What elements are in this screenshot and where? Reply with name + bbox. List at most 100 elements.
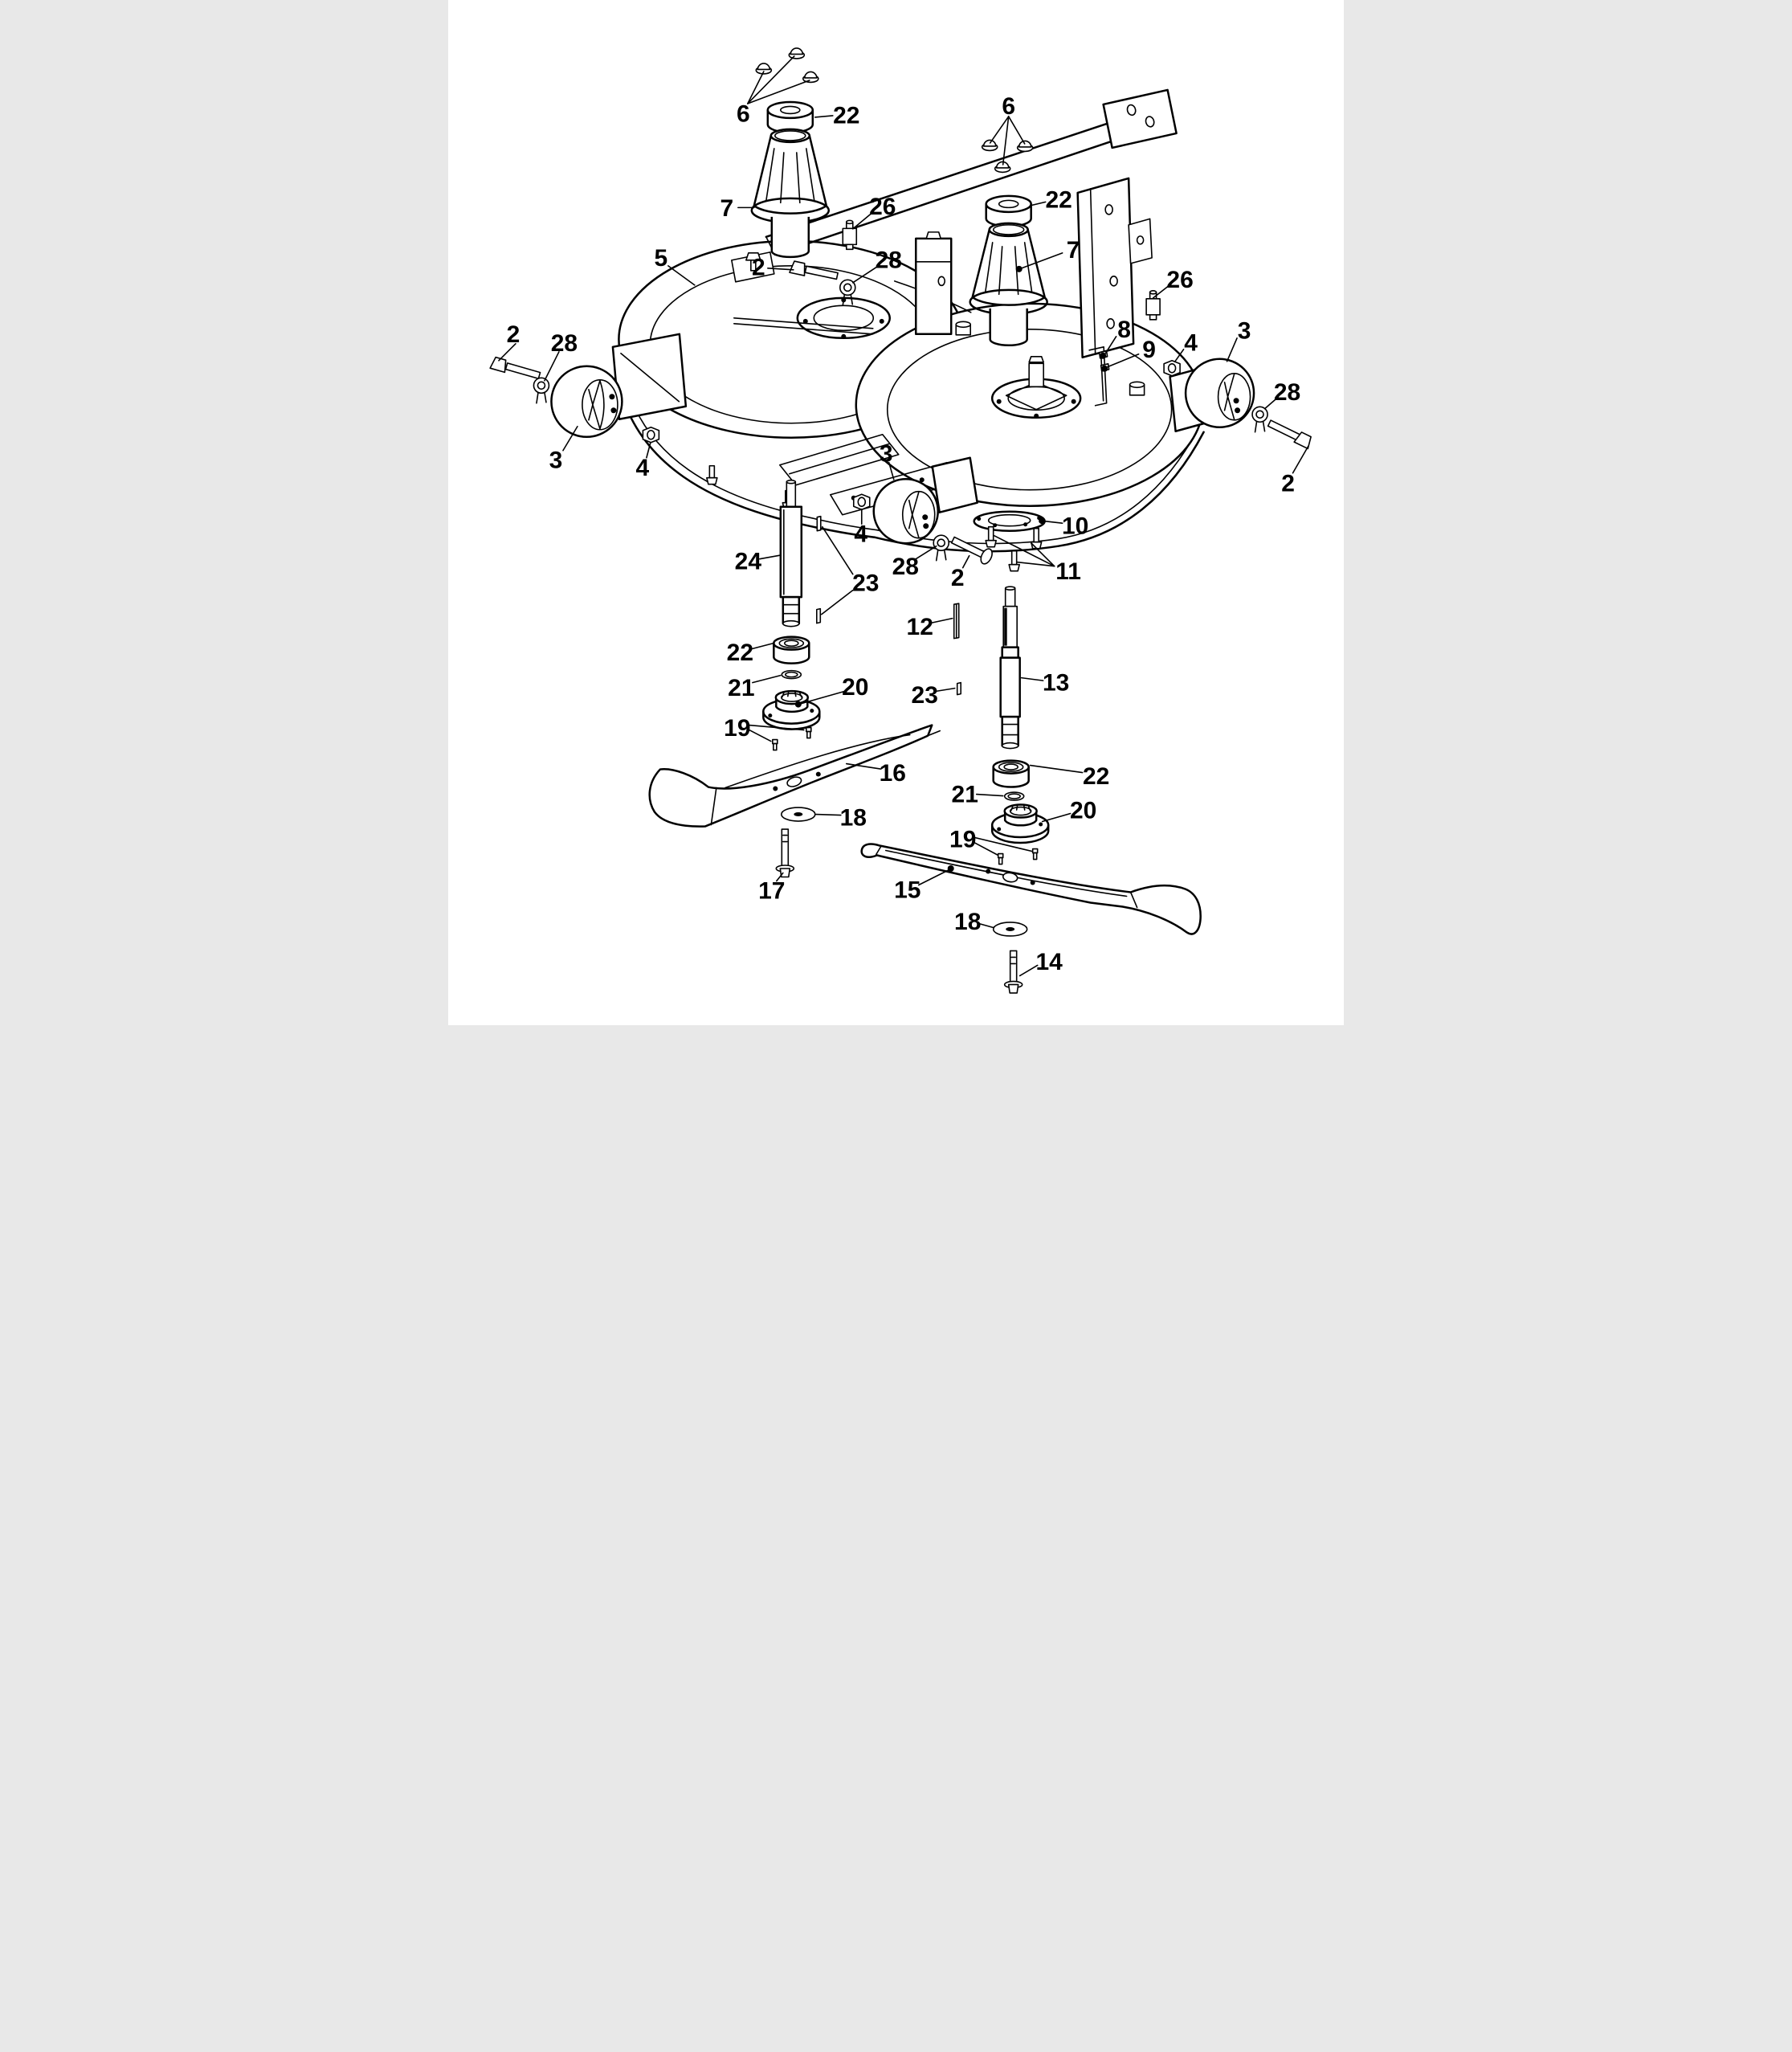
blade-bolt-right bbox=[1003, 950, 1023, 994]
bearing bbox=[773, 636, 810, 664]
leader-line bbox=[1002, 116, 1010, 166]
callout-label-22-39: 22 bbox=[1083, 763, 1109, 790]
hex-bolt bbox=[1267, 419, 1312, 450]
callout-label-20-34: 20 bbox=[842, 674, 868, 701]
callout-13: 13 bbox=[1020, 669, 1069, 696]
callout-label-4-22: 4 bbox=[854, 521, 867, 547]
callout-28: 28 bbox=[1263, 379, 1300, 410]
leader-line bbox=[974, 836, 1033, 852]
callout-label-26-3: 26 bbox=[869, 194, 896, 220]
hex-bolt bbox=[489, 356, 541, 380]
callout-11: 11 bbox=[993, 534, 1081, 585]
callout-label-20-41: 20 bbox=[1070, 797, 1096, 824]
callout-label-14-45: 14 bbox=[1035, 949, 1063, 975]
gauge-wheel-middle bbox=[872, 456, 978, 545]
callout-14: 14 bbox=[1018, 949, 1063, 977]
callout-12: 12 bbox=[907, 614, 953, 640]
callout-label-7-9: 7 bbox=[1067, 237, 1080, 264]
spacer bbox=[842, 219, 858, 251]
eye-clip bbox=[933, 534, 950, 562]
callout-label-2-17: 2 bbox=[507, 321, 520, 348]
callout-18: 18 bbox=[954, 909, 994, 935]
leader-line bbox=[1174, 349, 1185, 363]
callout-4: 4 bbox=[1174, 330, 1198, 363]
acorn-nut bbox=[788, 47, 806, 59]
spindle-cone-left bbox=[750, 128, 831, 259]
callout-label-2-4: 2 bbox=[752, 255, 765, 281]
callout-21: 21 bbox=[728, 674, 782, 701]
callout-2: 2 bbox=[1281, 445, 1309, 497]
callout-21: 21 bbox=[952, 781, 1004, 807]
callout-label-22-8: 22 bbox=[1045, 187, 1072, 214]
blade-bolt-left bbox=[775, 828, 795, 878]
deck-boss-right bbox=[1129, 381, 1145, 396]
callout-label-5-6: 5 bbox=[655, 245, 668, 272]
callout-23: 23 bbox=[820, 525, 879, 615]
flange-bolt bbox=[1008, 550, 1020, 572]
callout-label-16-36: 16 bbox=[880, 760, 906, 787]
callout-3: 3 bbox=[549, 425, 578, 474]
leader-line bbox=[1029, 201, 1047, 206]
leader-line bbox=[961, 554, 970, 569]
leader-line bbox=[801, 690, 845, 705]
leader-line bbox=[845, 762, 882, 770]
leader-line bbox=[747, 80, 810, 104]
leader-line bbox=[917, 869, 950, 886]
callout-18: 18 bbox=[814, 804, 867, 831]
spindle-pulley-right bbox=[985, 194, 1032, 228]
leader-line bbox=[1152, 284, 1170, 299]
flange-bolt bbox=[985, 525, 997, 548]
blade-washer bbox=[992, 922, 1028, 937]
callout-label-10-26: 10 bbox=[1062, 513, 1088, 539]
callout-label-19-42: 19 bbox=[949, 826, 976, 852]
leader-line bbox=[1030, 542, 1055, 567]
leader-dot bbox=[1039, 517, 1046, 525]
leader-line bbox=[929, 617, 953, 624]
blade-right bbox=[860, 843, 1202, 935]
leader-line bbox=[498, 343, 516, 362]
callout-label-19-35: 19 bbox=[724, 715, 750, 742]
leader-line bbox=[1104, 336, 1117, 355]
callout-3: 3 bbox=[880, 441, 895, 480]
hex-bolt bbox=[789, 260, 839, 280]
square-key bbox=[816, 515, 822, 532]
leader-line bbox=[933, 687, 956, 693]
leader-line bbox=[1007, 116, 1026, 145]
callout-label-26-10: 26 bbox=[1166, 267, 1193, 293]
leader-line bbox=[1043, 520, 1063, 525]
leader-line bbox=[1226, 337, 1238, 362]
flange-bolt bbox=[1030, 527, 1043, 550]
leader-line bbox=[1263, 397, 1278, 410]
bearing-housing bbox=[762, 689, 821, 730]
square-key-long bbox=[953, 603, 960, 640]
callout-2: 2 bbox=[752, 255, 794, 281]
acorn-nut bbox=[981, 139, 998, 152]
spindle-pulley-left bbox=[766, 100, 814, 134]
deck-shell bbox=[618, 88, 1205, 553]
eye-clip bbox=[839, 279, 856, 306]
callout-label-6-7: 6 bbox=[1002, 93, 1015, 120]
leader-line bbox=[646, 441, 651, 459]
leader-line bbox=[747, 55, 795, 104]
leader-line bbox=[1020, 677, 1044, 681]
callout-label-21-40: 21 bbox=[952, 781, 978, 807]
leader-line bbox=[1041, 812, 1072, 823]
callout-label-3-21: 3 bbox=[880, 441, 893, 468]
callout-label-22-32: 22 bbox=[727, 640, 753, 666]
callout-2: 2 bbox=[951, 554, 970, 591]
leader-line bbox=[915, 545, 937, 560]
callout-4: 4 bbox=[636, 441, 651, 481]
callout-label-3-19: 3 bbox=[549, 448, 563, 474]
leader-line bbox=[751, 642, 774, 650]
callout-7: 7 bbox=[1015, 237, 1080, 272]
leader-dot bbox=[1100, 352, 1107, 359]
spindle-shaft-right bbox=[999, 586, 1021, 750]
leader-line bbox=[978, 922, 994, 929]
leader-dot bbox=[1101, 365, 1108, 372]
callout-label-12-29: 12 bbox=[907, 614, 933, 640]
callout-28: 28 bbox=[892, 545, 937, 580]
callout-4: 4 bbox=[854, 508, 867, 547]
callout-10: 10 bbox=[1039, 513, 1088, 539]
